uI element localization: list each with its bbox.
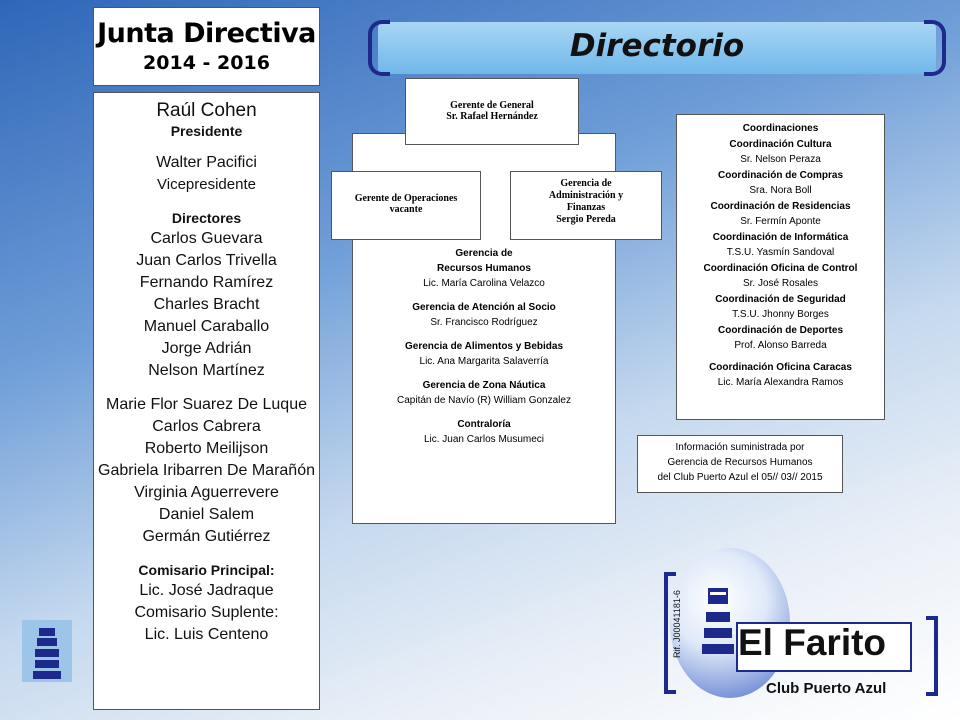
gerente-operaciones-box: Gerente de Operaciones vacante [331, 171, 481, 240]
gerencias-list: Gerencia de Recursos Humanos Lic. María … [352, 246, 616, 447]
directorio-title: Directorio [569, 28, 745, 64]
director-name: Daniel Salem [158, 506, 255, 523]
coordinacion-name: Sr. Fermín Aponte [740, 216, 821, 227]
suplente-role: Comisario Suplente: [134, 604, 279, 621]
gerente-general-name: Sr. Rafael Hernández [446, 111, 538, 122]
lighthouse-icon [22, 620, 72, 682]
gerencia-title: Gerencia de Zona Náutica [422, 380, 546, 391]
gerencia-title: Gerencia de Atención al Socio [412, 302, 556, 313]
director-name: Gabriela Iribarren De Marañón [98, 462, 315, 479]
director-name: Charles Bracht [153, 296, 260, 313]
el-farito-logo: Rif. J00041181-6 El Farito Club Puerto A… [660, 548, 950, 708]
director-name: Carlos Cabrera [152, 418, 261, 435]
coordinacion-title: Coordinación de Compras [717, 169, 843, 181]
logo-rif: Rif. J00041181-6 [672, 590, 682, 658]
gerencia-name: Lic. María Carolina Velazco [423, 278, 545, 289]
director-name: Roberto Meilijson [144, 440, 269, 457]
vp-name: Walter Pacifici [156, 154, 257, 171]
coordinaciones-box: Coordinaciones Coordinación Cultura Sr. … [676, 114, 885, 420]
gerencia-title: Contraloría [457, 419, 511, 430]
director-name: Virginia Aguerrevere [134, 484, 279, 501]
coordinacion-name: Sr. Nelson Peraza [740, 154, 821, 165]
comisario-name: Lic. José Jadraque [139, 582, 274, 599]
info-line: del Club Puerto Azul el 05// 03// 2015 [657, 472, 823, 483]
info-box: Información suministrada por Gerencia de… [637, 435, 843, 493]
coordinacion-name: Sra. Nora Boll [749, 185, 812, 196]
logo-text: El Farito [738, 622, 887, 663]
suplente-name: Lic. Luis Centeno [144, 626, 269, 643]
ger-adm-title: Gerencia de Administración y Finanzas [548, 178, 624, 213]
lighthouse-icon [702, 588, 734, 654]
director-name: Nelson Martínez [148, 362, 265, 379]
director-name: Juan Carlos Trivella [136, 252, 277, 269]
gerencia-title: Gerencia de [455, 248, 513, 259]
director-name: Manuel Caraballo [143, 318, 270, 335]
directors-header: Directores [171, 210, 242, 226]
gerencia-name: Lic. Ana Margarita Salaverría [419, 356, 549, 367]
director-name: Jorge Adrián [161, 340, 252, 357]
director-name: Germán Gutiérrez [142, 528, 271, 545]
ger-ops-title: Gerente de Operaciones [354, 193, 458, 204]
vp-role: Vicepresidente [157, 176, 256, 193]
logo-subtitle: Club Puerto Azul [766, 680, 887, 697]
director-name: Carlos Guevara [150, 230, 263, 247]
comisario-header: Comisario Principal: [138, 562, 275, 578]
junta-title: Junta Directiva [97, 18, 316, 49]
info-line: Gerencia de Recursos Humanos [667, 457, 813, 468]
ger-adm-name: Sergio Pereda [556, 214, 616, 225]
gerencia-name: Capitán de Navío (R) William Gonzalez [397, 395, 571, 406]
coordinacion-name: T.S.U. Yasmín Sandoval [726, 247, 835, 258]
coordinacion-name: Lic. María Alexandra Ramos [717, 377, 844, 388]
ger-ops-name: vacante [389, 204, 423, 215]
gerencia-name: Sr. Francisco Rodríguez [430, 317, 538, 328]
junta-header: Junta Directiva 2014 - 2016 [93, 7, 320, 86]
director-name: Fernando Ramírez [139, 274, 274, 291]
coordinacion-title: Coordinación de Seguridad [715, 293, 846, 305]
coordinacion-title: Coordinación de Informática [712, 231, 849, 243]
board-list: Raúl Cohen Presidente Walter Pacifici Vi… [93, 92, 320, 710]
president-name: Raúl Cohen [156, 100, 257, 121]
coordinacion-name: Sr. José Rosales [742, 278, 819, 289]
gerencia-administracion-box: Gerencia de Administración y Finanzas Se… [510, 171, 662, 240]
gerencia-title: Recursos Humanos [437, 263, 531, 274]
president-role: Presidente [170, 123, 243, 139]
coordinacion-name: Prof. Alonso Barreda [734, 340, 827, 351]
coordinacion-title: Coordinación de Residencias [710, 200, 851, 212]
coordinacion-title: Coordinación Oficina de Control [703, 262, 858, 274]
junta-years: 2014 - 2016 [143, 52, 270, 74]
director-name: Marie Flor Suarez De Luque [106, 396, 307, 413]
gerencia-title: Gerencia de Alimentos y Bebidas [404, 341, 564, 352]
coordinacion-name: T.S.U. Jhonny Borges [732, 309, 829, 320]
directorio-banner: Directorio [368, 20, 946, 76]
coordinacion-title: Coordinación Cultura [729, 138, 832, 150]
gerente-general-title: Gerente de General [450, 100, 534, 111]
info-line: Información suministrada por [675, 442, 805, 453]
coordinacion-title: Coordinación Oficina Caracas [709, 361, 852, 373]
gerencia-name: Lic. Juan Carlos Musumeci [423, 434, 545, 445]
coordinaciones-header: Coordinaciones [742, 123, 819, 134]
coordinacion-title: Coordinación de Deportes [717, 324, 843, 336]
gerente-general-box: Gerente de General Sr. Rafael Hernández [405, 78, 579, 145]
